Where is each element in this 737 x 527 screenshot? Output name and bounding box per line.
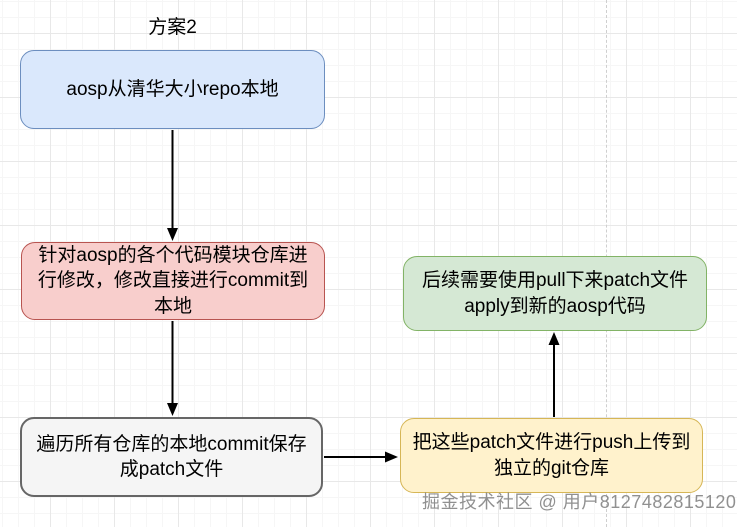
node-export-patch: 遍历所有仓库的本地commit保存成patch文件 (20, 417, 323, 497)
diagram-title: 方案2 (148, 17, 197, 38)
arrow-download-to-modify (167, 130, 178, 241)
node-modify-commit: 针对aosp的各个代码模块仓库进行修改，修改直接进行commit到本地 (21, 242, 325, 320)
arrow-push-to-apply (548, 332, 560, 417)
watermark: 掘金技术社区 @ 用户8127482815120 (422, 492, 737, 512)
node-push-patch: 把这些patch文件进行push上传到独立的git仓库 (400, 418, 703, 493)
node-download-aosp: aosp从清华大小repo本地 (20, 50, 325, 129)
arrow-export-to-push (324, 451, 398, 463)
arrow-modify-to-export (167, 321, 178, 416)
node-apply-patch: 后续需要使用pull下来patch文件apply到新的aosp代码 (403, 256, 707, 331)
